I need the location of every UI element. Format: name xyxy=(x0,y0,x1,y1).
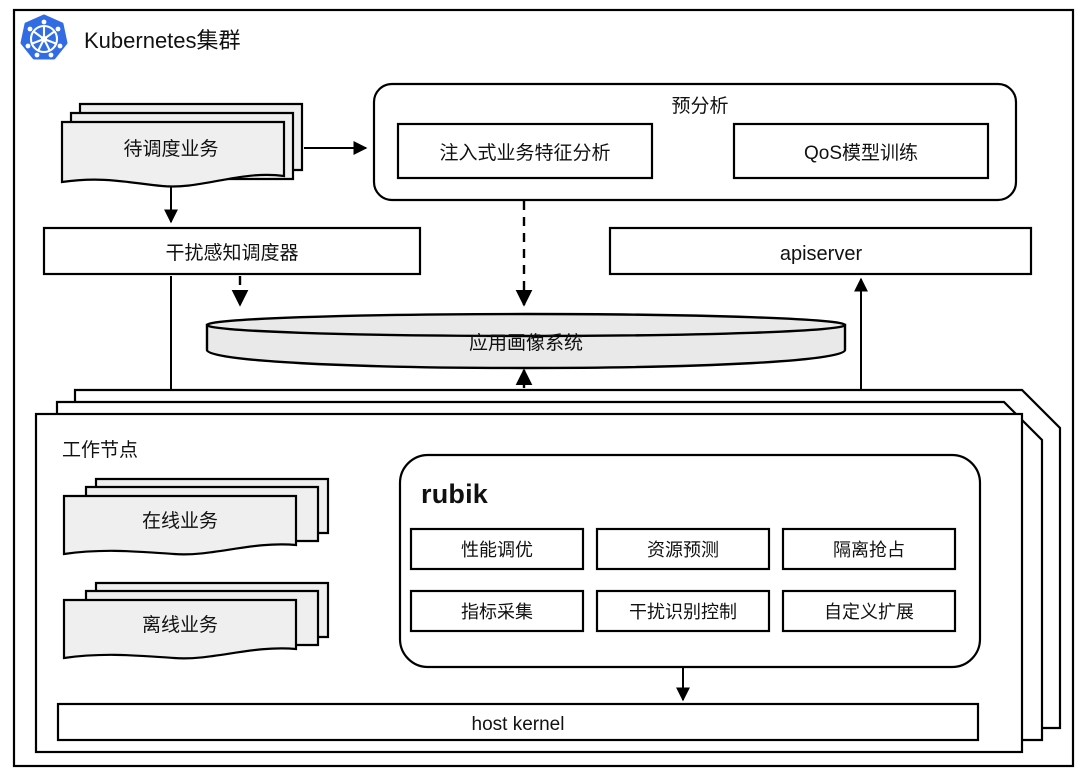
apiserver-label: apiserver xyxy=(780,243,863,265)
rubik-module-5-box[interactable] xyxy=(781,589,957,633)
rubik-module-5-label: 自定义扩展 xyxy=(824,602,914,622)
rubik-module-2-label: 隔离抢占 xyxy=(833,540,905,560)
rubik-module-3-box[interactable] xyxy=(409,589,585,633)
apiserver-box[interactable] xyxy=(608,226,1033,276)
host-kernel-box[interactable] xyxy=(56,702,980,742)
preanalysis-title: 预分析 xyxy=(671,95,728,117)
rubik-module-0-box[interactable] xyxy=(409,527,585,571)
profiling-store-label: 应用画像系统 xyxy=(469,332,583,354)
pending-workload-stack xyxy=(60,102,304,188)
rubik-module-3-label: 指标采集 xyxy=(461,602,533,622)
preanalysis-item-1-box[interactable] xyxy=(732,122,990,180)
scheduler-label: 干扰感知调度器 xyxy=(165,242,298,264)
scheduler-box[interactable] xyxy=(42,226,422,276)
rubik-module-4-box[interactable] xyxy=(595,589,771,633)
offline-workload-label: 离线业务 xyxy=(142,614,218,636)
cluster-title: Kubernetes集群 xyxy=(84,28,241,53)
preanalysis-item-1-label: QoS模型训练 xyxy=(804,142,918,164)
online-workload-stack xyxy=(62,477,330,556)
worker-node-label: 工作节点 xyxy=(62,439,138,461)
host-kernel-label: host kernel xyxy=(472,714,565,735)
rubik-module-1-label: 资源预测 xyxy=(647,540,719,560)
rubik-title: rubik xyxy=(421,479,489,509)
rubik-module-1-box[interactable] xyxy=(595,527,771,571)
pending-workload-label: 待调度业务 xyxy=(123,138,218,160)
preanalysis-item-0-box[interactable] xyxy=(396,122,654,180)
rubik-module-0-label: 性能调优 xyxy=(461,540,533,560)
online-workload-label: 在线业务 xyxy=(142,510,218,532)
kubernetes-logo-icon xyxy=(20,14,68,60)
rubik-module-4-label: 干扰识别控制 xyxy=(629,602,737,622)
offline-workload-stack xyxy=(62,581,330,660)
preanalysis-item-0-label: 注入式业务特征分析 xyxy=(439,142,610,164)
rubik-module-2-box[interactable] xyxy=(781,527,957,571)
profiling-store-cylinder xyxy=(205,312,847,370)
cluster-frame xyxy=(12,8,1075,768)
